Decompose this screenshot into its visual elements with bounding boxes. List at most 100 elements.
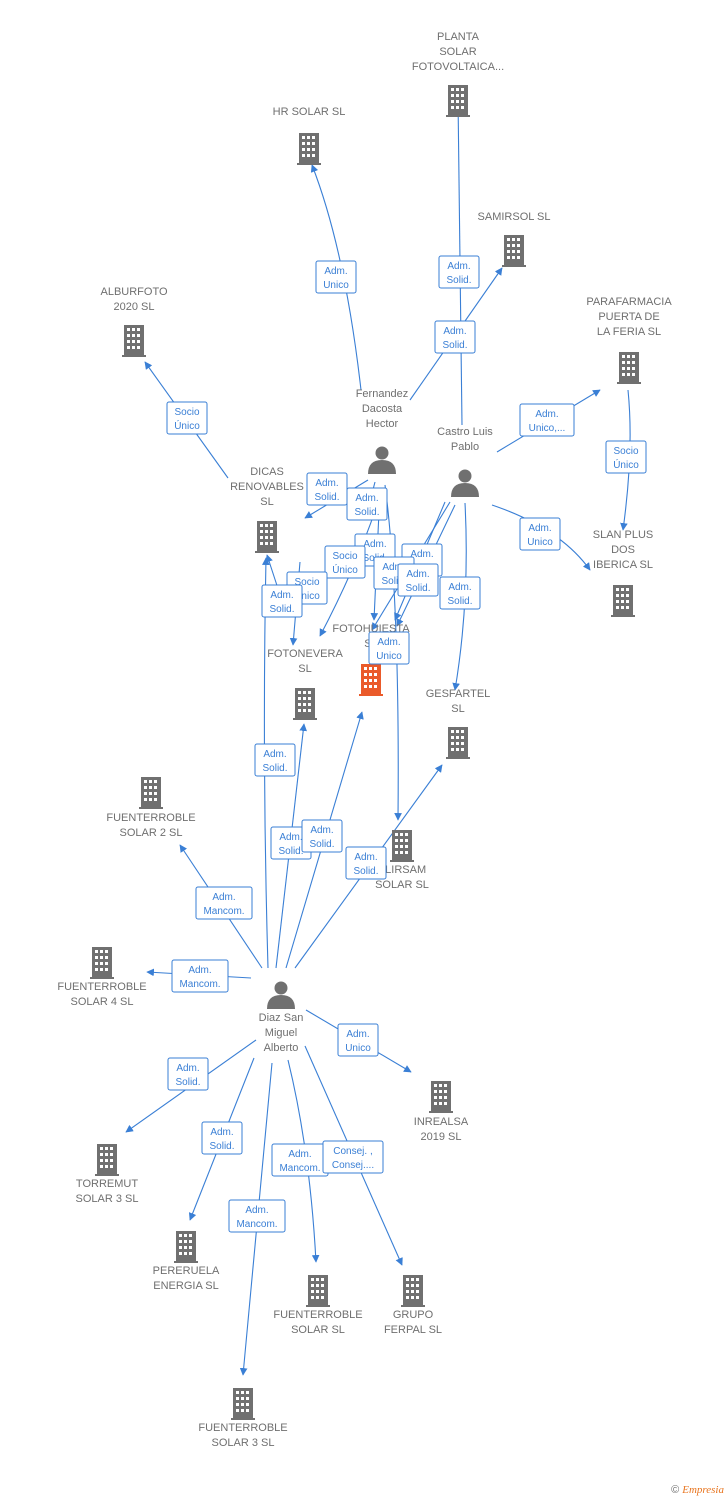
- window: [456, 100, 459, 103]
- window: [507, 238, 510, 241]
- edge-role-label[interactable]: Adm.Solid.: [434, 320, 476, 354]
- window: [265, 536, 268, 539]
- window: [265, 530, 268, 533]
- window: [369, 667, 372, 670]
- window: [622, 361, 625, 364]
- window: [241, 1409, 244, 1412]
- window: [105, 968, 108, 971]
- edge-role-label[interactable]: Adm.Unico,...: [519, 403, 575, 437]
- window: [149, 798, 152, 801]
- window: [189, 1234, 192, 1237]
- window: [321, 1284, 324, 1287]
- edge-role-text: Mancom.: [236, 1219, 277, 1230]
- edge-role-text: Adm.: [535, 409, 558, 420]
- empresia-logo[interactable]: Empresia: [682, 1484, 724, 1496]
- company-label: SL: [451, 703, 464, 715]
- company-label: HR SOLAR SL: [273, 106, 346, 118]
- company-node-samirsol[interactable]: SAMIRSOL SL: [478, 211, 551, 267]
- window: [405, 851, 408, 854]
- edge-role-label[interactable]: Adm.Mancom.: [271, 1143, 329, 1177]
- company-node-planta[interactable]: PLANTASOLARFOTOVOLTAICA...: [412, 31, 504, 117]
- window: [627, 355, 630, 358]
- edge-role-label[interactable]: Adm.Solid.: [254, 743, 296, 777]
- edge-role-label[interactable]: Adm.Solid.: [345, 846, 387, 880]
- company-label: PUERTA DE: [598, 311, 659, 323]
- edge-role-label[interactable]: Adm.Solid.: [439, 576, 481, 610]
- person-label: Dacosta: [362, 403, 403, 415]
- window: [127, 346, 130, 349]
- edge-role-text: Único: [613, 458, 639, 471]
- window: [303, 709, 306, 712]
- window: [512, 250, 515, 253]
- company-label: ALIRSAM: [378, 864, 426, 876]
- edge-role-label[interactable]: Adm.Solid.: [306, 472, 348, 506]
- edge-role-text: Unico: [527, 537, 553, 548]
- edge-role-text: Socio: [294, 577, 319, 588]
- edge-role-label[interactable]: Adm.Solid.: [397, 563, 439, 597]
- edge-role-label[interactable]: Adm.Solid.: [438, 255, 480, 289]
- edge-role-label[interactable]: Adm.Mancom.: [195, 886, 253, 920]
- window: [411, 1290, 414, 1293]
- edge-role-text: Solid.: [209, 1141, 234, 1152]
- person-label: Pablo: [451, 441, 479, 453]
- edge-role-label[interactable]: Adm.Unico: [315, 260, 357, 294]
- company-node-hr[interactable]: HR SOLAR SL: [273, 106, 346, 165]
- edge-role-label[interactable]: Adm.Solid.: [261, 584, 303, 618]
- edge-role-label[interactable]: Adm.Solid.: [301, 819, 343, 853]
- window: [512, 244, 515, 247]
- edge-role-label[interactable]: Adm.Unico: [337, 1023, 379, 1057]
- window: [144, 786, 147, 789]
- edge-role-label[interactable]: Adm.Solid.: [346, 487, 388, 521]
- window: [626, 606, 629, 609]
- company-label: 2019 SL: [421, 1131, 462, 1143]
- edge-role-label[interactable]: Adm.Unico: [519, 517, 561, 551]
- company-label: RENOVABLES: [230, 481, 304, 493]
- window: [184, 1246, 187, 1249]
- window: [621, 600, 624, 603]
- edge-role-label[interactable]: Adm.Mancom.: [171, 959, 229, 993]
- edge-role-text: Socio: [332, 551, 357, 562]
- edge-role-label[interactable]: Consej. ,Consej....: [322, 1140, 384, 1174]
- window: [374, 679, 377, 682]
- window: [622, 355, 625, 358]
- window: [105, 950, 108, 953]
- window: [149, 792, 152, 795]
- edge-role-label[interactable]: Adm.Unico: [368, 631, 410, 665]
- window: [100, 962, 103, 965]
- edge-role-text: Adm.: [210, 1127, 233, 1138]
- edge-role-label[interactable]: Adm. Solid.: [201, 1121, 243, 1155]
- company-label: FOTONEVERA: [267, 648, 343, 660]
- window: [439, 1090, 442, 1093]
- edge-role-label[interactable]: Adm.Mancom.: [228, 1199, 286, 1233]
- window: [132, 346, 135, 349]
- window: [406, 1290, 409, 1293]
- edge-role-text: Adm.: [448, 582, 471, 593]
- window: [270, 536, 273, 539]
- window: [154, 786, 157, 789]
- edge-role-text: Adm.: [310, 825, 333, 836]
- edge-role-label[interactable]: Adm.Solid.: [167, 1057, 209, 1091]
- company-label: DICAS: [250, 466, 284, 478]
- company-label: ENERGIA SL: [153, 1280, 218, 1292]
